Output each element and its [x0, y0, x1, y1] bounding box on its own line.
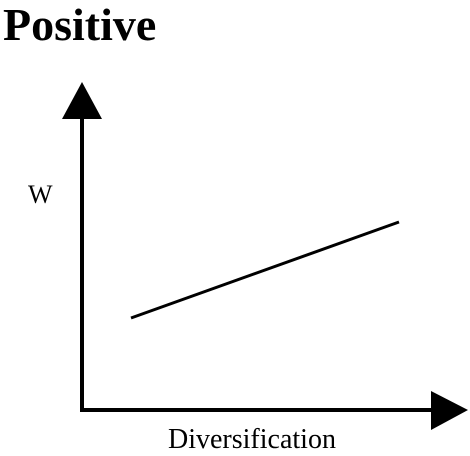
positive-trend-line — [130, 220, 400, 320]
x-axis-arrowhead — [431, 391, 468, 430]
y-axis-label: W — [28, 180, 53, 209]
y-axis-arrowhead — [62, 82, 102, 119]
x-axis-label: Diversification — [168, 424, 336, 455]
diagram-title: Positive — [3, 0, 157, 50]
